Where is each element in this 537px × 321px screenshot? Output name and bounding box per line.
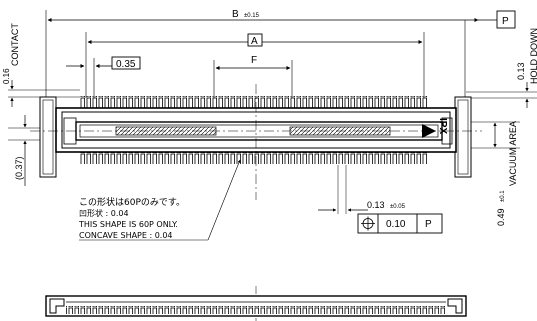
dim-013-bottom-tolerance: ±0.05 <box>390 204 406 210</box>
dim-013-bottom-label: 0.13 <box>367 200 385 210</box>
dim-016-label: 0.16 <box>2 68 11 84</box>
frame-datum: P <box>425 219 432 230</box>
dimension-a: A <box>85 32 425 98</box>
vacuum-area-label: VACUUM AREA <box>508 121 518 186</box>
dimension-013-bottom: 0.13 ±0.05 <box>318 165 406 214</box>
note-line-2: 凹形状 : 0.04 <box>79 208 129 218</box>
dim-037-label: (0.37) <box>14 156 24 180</box>
datum-p-label: P <box>502 16 509 27</box>
dim-049-tolerance: ±0.1 <box>500 190 506 202</box>
note-line-3: THIS SHAPE IS 60P ONLY. <box>78 220 178 229</box>
note-line-4: CONCAVE SHAPE : 0.04 <box>79 231 173 240</box>
dim-035-label: 0.35 <box>116 59 136 70</box>
datum-p-box: P <box>478 10 516 29</box>
dim-a-label: A <box>251 36 258 47</box>
contact-label: CONTACT <box>10 23 20 66</box>
dim-013-right-label: 0.13 <box>516 62 526 80</box>
dimension-049-vacuum: 0.49 ±0.1 VACUUM AREA <box>466 121 520 226</box>
connector-top-view: IPX <box>30 84 482 200</box>
hold-down-label: HOLD DOWN <box>529 28 537 84</box>
note-line-1: この形状は60Pのみです。 <box>79 196 185 208</box>
side-contacts <box>66 306 446 314</box>
dimension-013-hold-down: 0.13 HOLD DOWN <box>466 28 537 108</box>
connector-side-view <box>45 286 467 321</box>
dim-f-label: F <box>251 55 257 66</box>
dim-049-label: 0.49 <box>496 208 506 226</box>
position-tolerance-icon <box>361 216 375 231</box>
dim-b-label: B <box>232 9 239 20</box>
feature-control-frame: 0.10 P <box>357 213 443 234</box>
contacts-bottom-row <box>80 150 428 164</box>
dimension-b: B ±0.15 <box>45 9 479 100</box>
dimension-016-contact: 0.16 CONTACT <box>2 23 80 107</box>
dim-b-tolerance: ±0.15 <box>244 13 260 19</box>
dimension-035: 0.35 <box>66 56 141 98</box>
contacts-top-row <box>80 96 428 110</box>
ipx-mark: IPX <box>437 118 448 134</box>
dimension-f: F <box>213 55 293 100</box>
frame-value: 0.10 <box>386 219 406 230</box>
shape-note: この形状は60Pのみです。 凹形状 : 0.04 THIS SHAPE IS 6… <box>78 159 241 241</box>
